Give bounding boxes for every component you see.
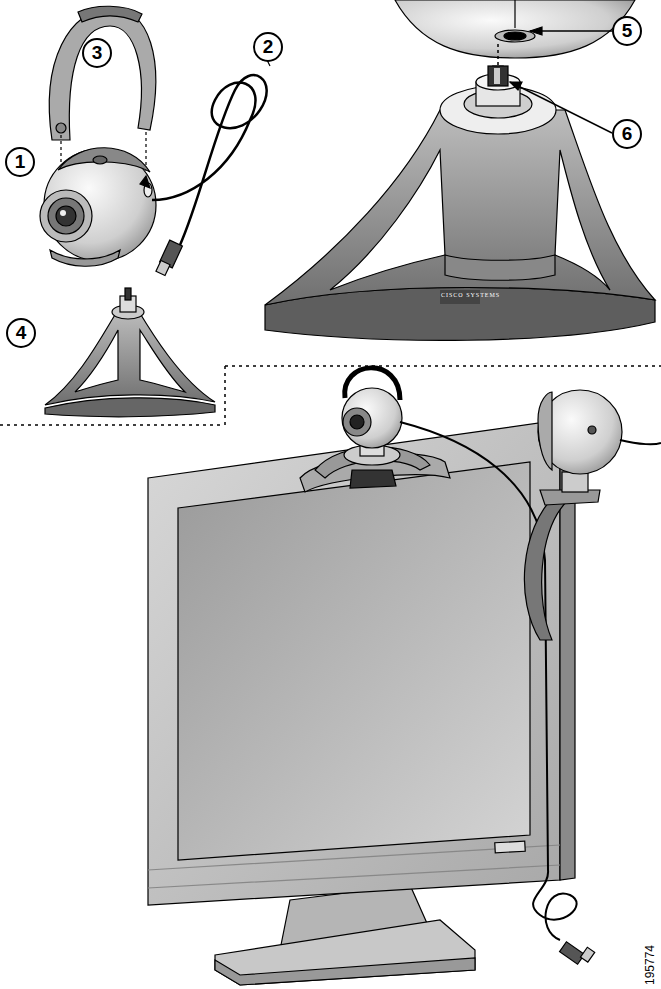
callout-number: 5	[612, 16, 642, 46]
callout-number: 3	[82, 38, 112, 68]
figure-number: 195774	[643, 945, 657, 985]
brand-logo: CISCO SYSTEMS	[441, 292, 500, 298]
callout-number: 1	[5, 147, 35, 177]
callout-number: 6	[612, 119, 642, 149]
callout-number: 2	[253, 32, 283, 62]
callout-number: 4	[6, 318, 36, 348]
